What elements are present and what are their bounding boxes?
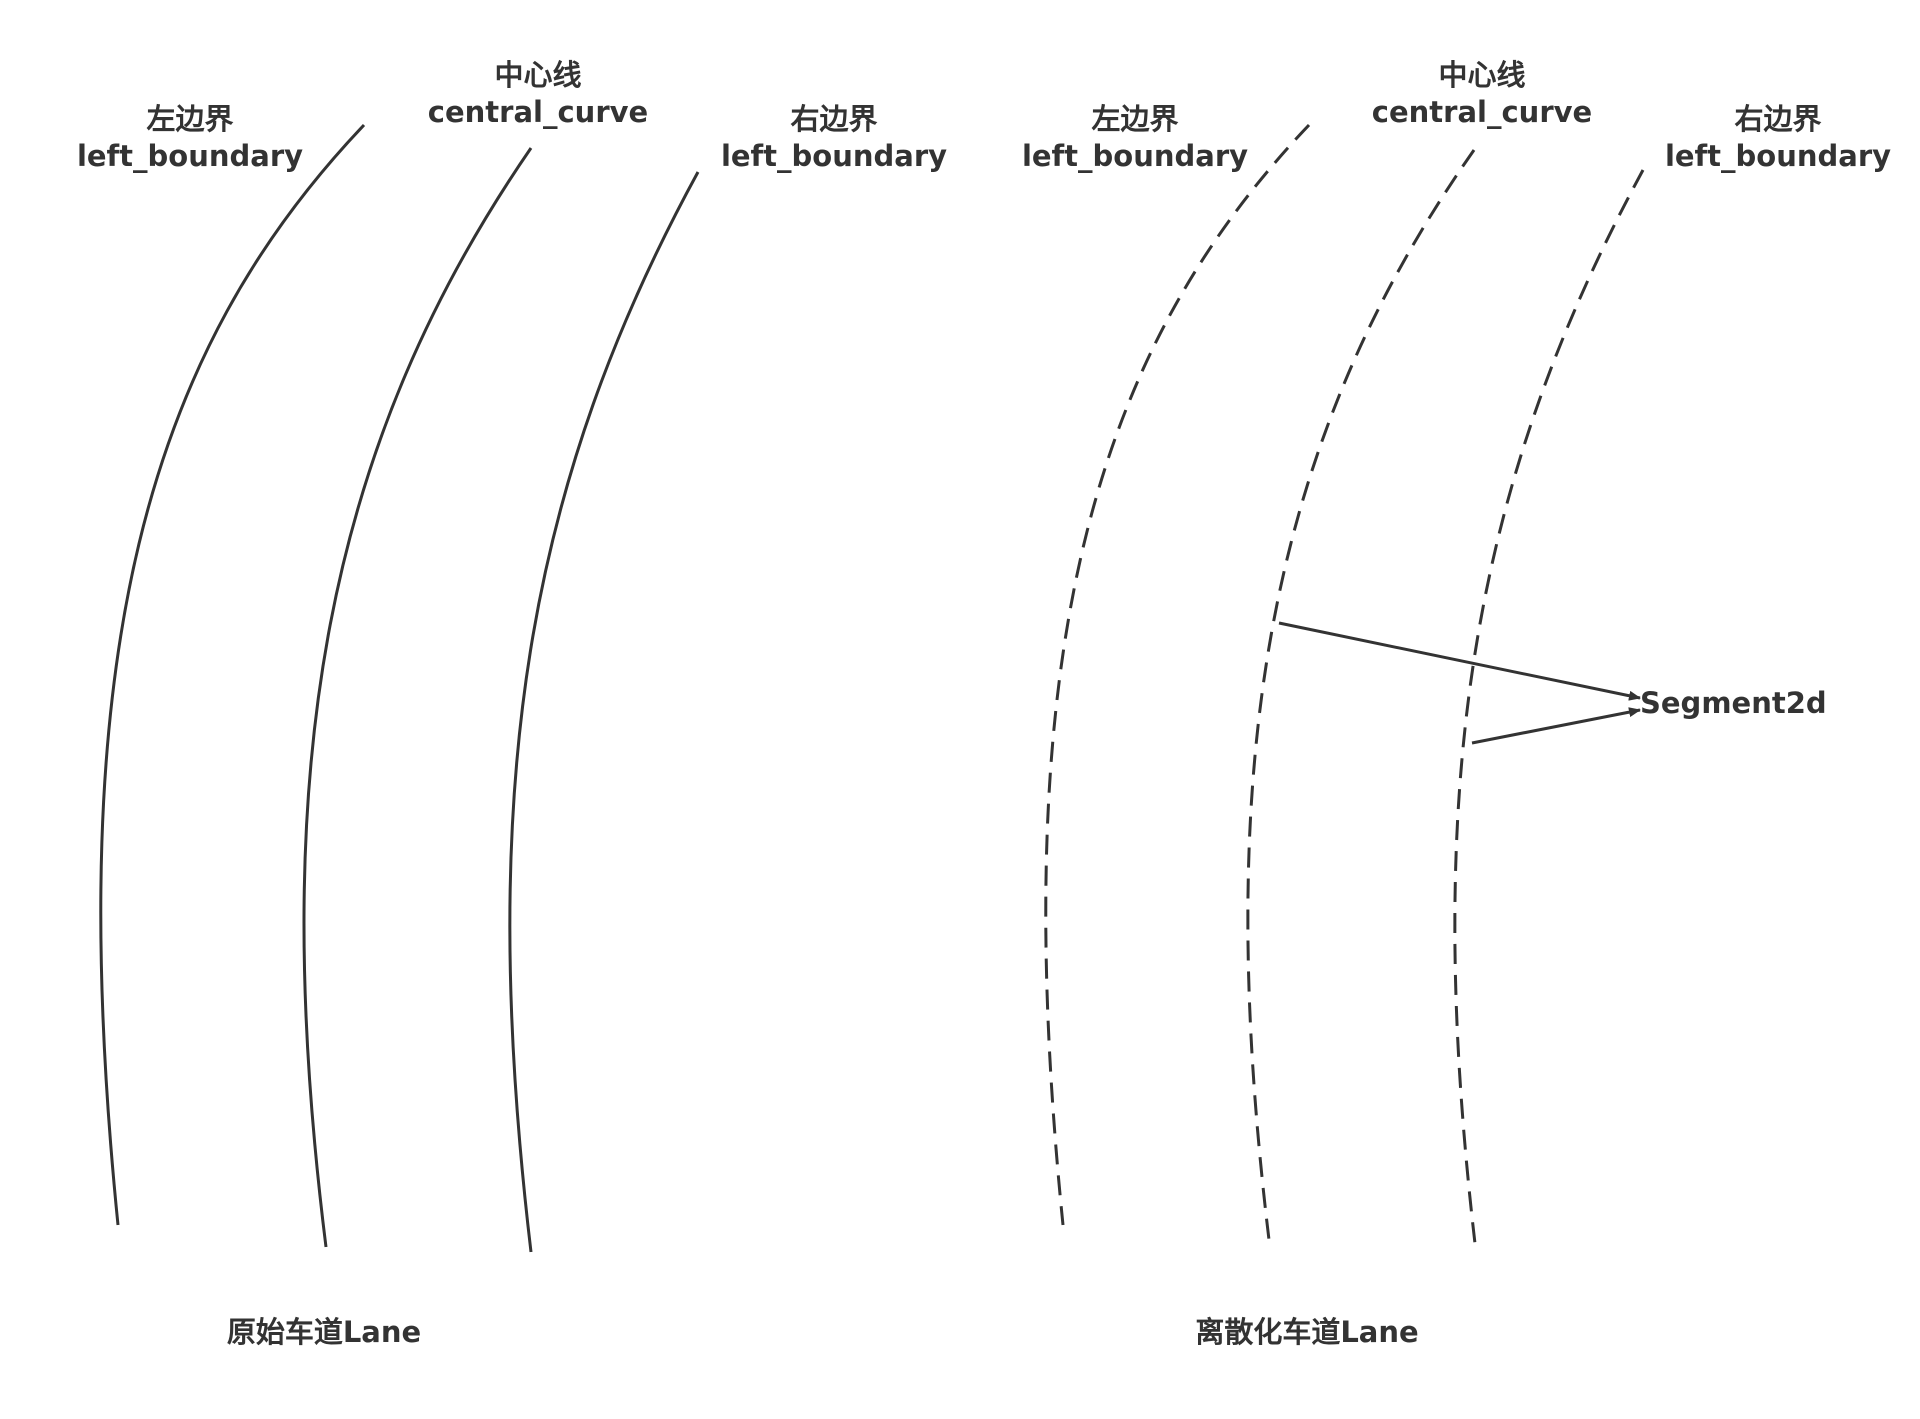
original-central-curve-zh: 中心线 bbox=[494, 58, 582, 92]
discretized-right-boundary-label: 右边界 left_boundary bbox=[1665, 101, 1891, 175]
original-central-curve-en: central_curve bbox=[427, 95, 649, 129]
original-left-boundary-zh: 左边界 bbox=[146, 102, 234, 136]
discretized-lane-lines bbox=[1044, 123, 1645, 1253]
segment-arrows bbox=[1278, 621, 1641, 745]
original-right-boundary-line bbox=[508, 171, 700, 1253]
segment-arrow-from-right bbox=[1471, 707, 1641, 745]
original-right-boundary-zh: 右边界 bbox=[790, 102, 878, 136]
discretized-left-boundary-en: left_boundary bbox=[1021, 139, 1249, 173]
segment-arrow-from-central bbox=[1278, 621, 1641, 701]
discretized-central-curve-en: central_curve bbox=[1371, 95, 1593, 129]
discretized-left-boundary-label: 左边界 left_boundary bbox=[1022, 101, 1248, 175]
original-left-boundary-line bbox=[99, 123, 366, 1226]
discretized-lane-caption: 离散化车道Lane bbox=[1195, 1315, 1419, 1349]
discretized-right-boundary-zh: 右边界 bbox=[1734, 102, 1822, 136]
segment2d-label: Segment2d bbox=[1640, 686, 1827, 720]
original-right-boundary-label: 右边界 left_boundary bbox=[721, 101, 947, 175]
original-left-boundary-en: left_boundary bbox=[76, 139, 304, 173]
original-lane-lines bbox=[99, 123, 700, 1253]
discretized-right-boundary-en: left_boundary bbox=[1664, 139, 1892, 173]
discretized-central-curve-zh: 中心线 bbox=[1438, 58, 1526, 92]
discretized-left-boundary-zh: 左边界 bbox=[1091, 102, 1179, 136]
original-left-boundary-label: 左边界 left_boundary bbox=[77, 101, 303, 175]
discretized-right-boundary-line bbox=[1453, 169, 1645, 1253]
original-central-curve-label: 中心线 central_curve bbox=[428, 57, 648, 131]
original-lane-caption: 原始车道Lane bbox=[226, 1315, 422, 1349]
original-right-boundary-en: left_boundary bbox=[720, 139, 948, 173]
discretized-left-boundary-line bbox=[1044, 123, 1311, 1226]
discretized-central-curve-line bbox=[1246, 149, 1476, 1249]
original-central-curve-line bbox=[302, 147, 533, 1248]
discretized-central-curve-label: 中心线 central_curve bbox=[1372, 57, 1592, 131]
